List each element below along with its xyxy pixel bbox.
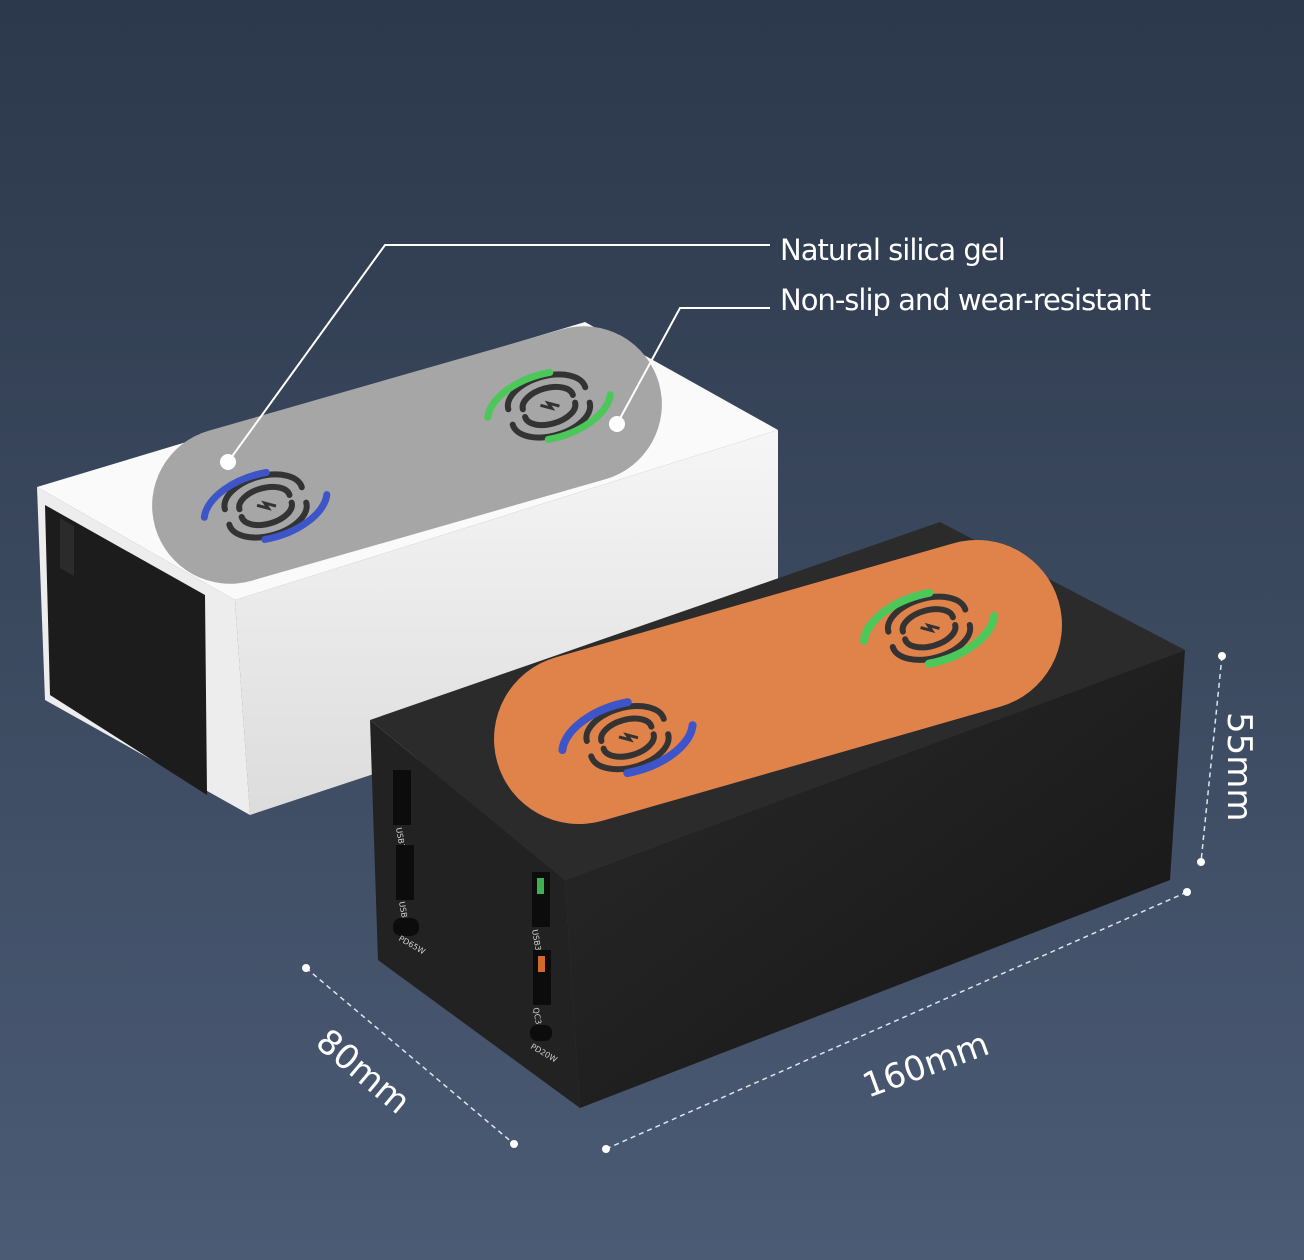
white-charger bbox=[37, 322, 778, 815]
usb-port bbox=[533, 950, 551, 1005]
white-charger-port-panel bbox=[45, 505, 207, 795]
white-charger-side bbox=[235, 430, 778, 815]
usb-port bbox=[532, 872, 550, 927]
usb-port bbox=[396, 845, 414, 900]
callout-dot bbox=[609, 416, 625, 432]
port-label: USB2 bbox=[397, 901, 410, 924]
callout-dot bbox=[220, 454, 236, 470]
wireless-coil-icon bbox=[558, 686, 697, 789]
callout-material: Natural silica gel bbox=[780, 233, 1005, 267]
black-charger-side bbox=[565, 650, 1185, 1108]
dimension-lines bbox=[305, 655, 1223, 1150]
port-label: USB3 bbox=[530, 929, 543, 952]
port-label: USB1 bbox=[394, 827, 407, 850]
black-charger: USB1 USB2 PD65W USB3 QC3.0 PD20W bbox=[370, 522, 1185, 1108]
wireless-coil-icon bbox=[859, 577, 999, 680]
wireless-coil-icon bbox=[484, 358, 614, 455]
callout-property: Non-slip and wear-resistant bbox=[780, 283, 1151, 317]
callout-lines bbox=[227, 244, 770, 463]
usb-port bbox=[393, 770, 411, 825]
dimension-height: 55mm bbox=[1219, 712, 1259, 822]
usb-c-port bbox=[530, 1025, 552, 1041]
wireless-coil-icon bbox=[200, 458, 331, 555]
usb-c-port bbox=[393, 918, 419, 936]
black-charger-end bbox=[370, 720, 580, 1108]
